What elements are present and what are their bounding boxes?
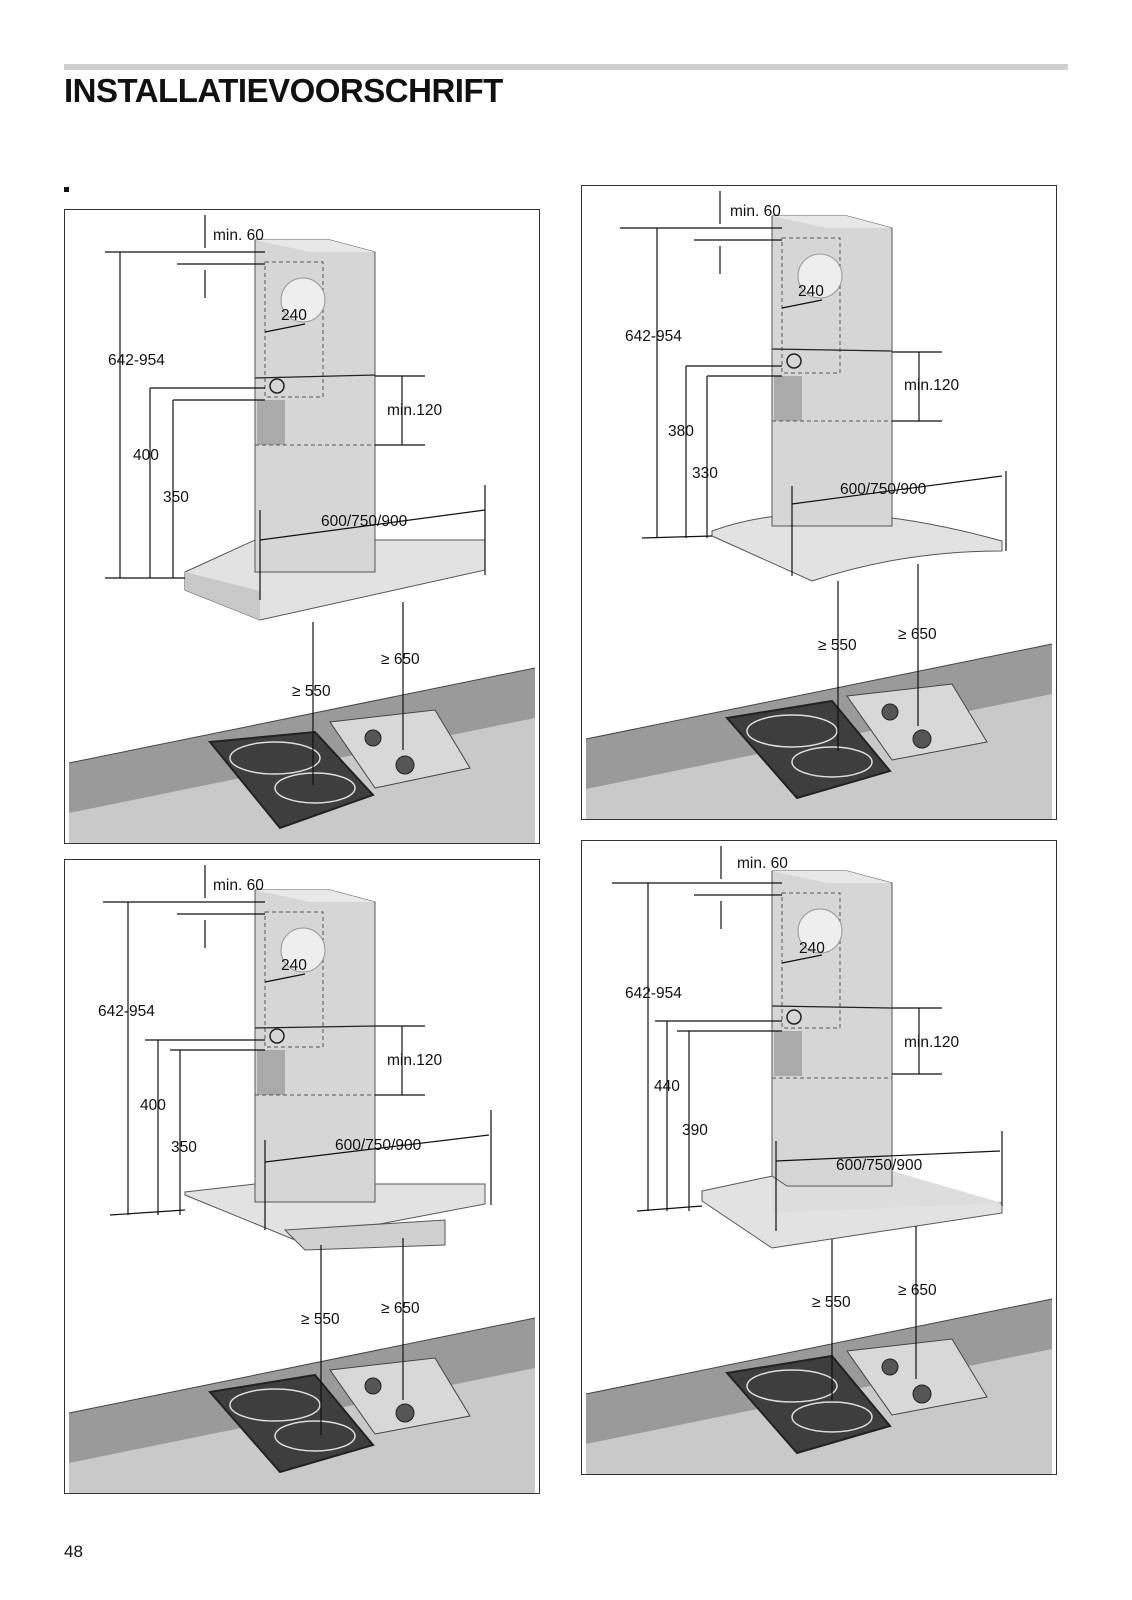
label-clearance-gas: ≥ 650 xyxy=(381,1300,420,1317)
label-clearance-gas: ≥ 650 xyxy=(898,626,937,643)
label-clearance-gas: ≥ 650 xyxy=(898,1282,937,1299)
figure-2-drawing xyxy=(585,191,1053,819)
figure-1: min. 60 642-954 400 350 240 min.120 600/… xyxy=(64,209,540,844)
figure-1-drawing xyxy=(68,215,536,843)
label-width-240: 240 xyxy=(281,307,307,324)
label-min-60: min. 60 xyxy=(730,203,781,220)
figure-3: min. 60 642-954 400 350 240 min.120 600/… xyxy=(64,859,540,1494)
label-min-120: min.120 xyxy=(387,402,443,419)
label-hood-width: 600/750/900 xyxy=(321,513,408,530)
label-width-240: 240 xyxy=(798,283,824,300)
figure-4-drawing xyxy=(585,846,1053,1474)
figure-4: min. 60 642-954 440 390 240 min.120 600/… xyxy=(581,840,1057,1475)
header-rule xyxy=(64,64,1068,70)
label-clearance-electric: ≥ 550 xyxy=(812,1294,851,1311)
label-outlet-height-inner: 350 xyxy=(171,1139,197,1156)
bullet-mark xyxy=(64,187,69,192)
label-min-60: min. 60 xyxy=(213,227,264,244)
label-min-60: min. 60 xyxy=(213,877,264,894)
label-hood-width: 600/750/900 xyxy=(836,1157,923,1174)
page-number: 48 xyxy=(64,1542,83,1561)
figure-2: min. 60 642-954 380 330 240 min.120 600/… xyxy=(581,185,1057,820)
label-height-range: 642-954 xyxy=(98,1003,155,1020)
label-min-120: min.120 xyxy=(904,1034,960,1051)
label-outlet-height-inner: 330 xyxy=(692,465,718,482)
label-clearance-electric: ≥ 550 xyxy=(818,637,857,654)
label-height-range: 642-954 xyxy=(625,985,682,1002)
label-clearance-electric: ≥ 550 xyxy=(292,683,331,700)
label-height-range: 642-954 xyxy=(108,352,165,369)
label-min-120: min.120 xyxy=(387,1052,443,1069)
label-outlet-height: 380 xyxy=(668,423,694,440)
label-height-range: 642-954 xyxy=(625,328,682,345)
label-outlet-height: 400 xyxy=(133,447,159,464)
label-width-240: 240 xyxy=(281,957,307,974)
label-hood-width: 600/750/900 xyxy=(335,1137,422,1154)
figure-3-drawing xyxy=(68,865,536,1493)
label-width-240: 240 xyxy=(799,940,825,957)
label-outlet-height: 400 xyxy=(140,1097,166,1114)
label-min-60: min. 60 xyxy=(737,855,788,872)
label-outlet-height: 440 xyxy=(654,1078,680,1095)
label-outlet-height-inner: 350 xyxy=(163,489,189,506)
label-outlet-height-inner: 390 xyxy=(682,1122,708,1139)
label-clearance-gas: ≥ 650 xyxy=(381,651,420,668)
label-hood-width: 600/750/900 xyxy=(840,481,927,498)
label-min-120: min.120 xyxy=(904,377,960,394)
label-clearance-electric: ≥ 550 xyxy=(301,1311,340,1328)
page-title: INSTALLATIEVOORSCHRIFT xyxy=(64,72,503,109)
